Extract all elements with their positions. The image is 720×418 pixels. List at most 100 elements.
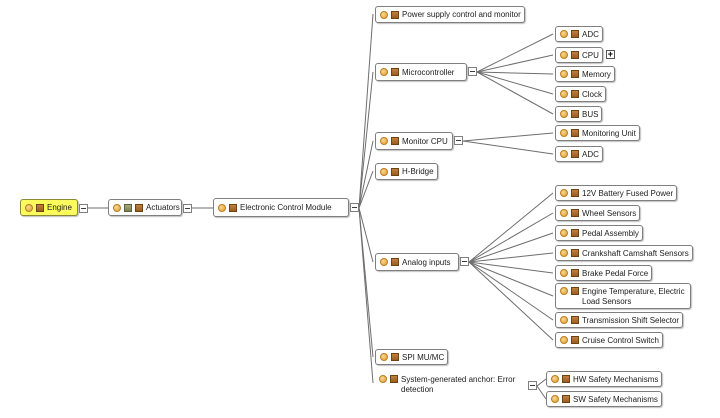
node-sw-safety[interactable]: SW Safety Mechanisms — [546, 391, 662, 407]
component-icon — [571, 129, 579, 137]
node-label: Brake Pedal Force — [582, 268, 649, 278]
info-badge-icon — [560, 287, 568, 295]
info-badge-icon — [560, 51, 568, 59]
node-label: Transmission Shift Selector — [582, 315, 680, 325]
node-clock[interactable]: Clock — [555, 86, 607, 102]
node-analog-inputs[interactable]: Analog inputs — [375, 253, 459, 271]
node-label: Wheel Sensors — [582, 208, 637, 218]
node-monitor-cpu[interactable]: Monitor CPU — [375, 132, 453, 150]
component-icon — [571, 336, 579, 344]
component-icon — [571, 70, 579, 78]
info-badge-icon — [560, 150, 568, 158]
info-badge-icon — [560, 269, 568, 277]
node-label: ADC — [582, 29, 599, 39]
node-label: HW Safety Mechanisms — [573, 374, 659, 384]
node-power-supply[interactable]: Power supply control and monitor — [375, 6, 525, 23]
collapse-toggle-microcontroller[interactable] — [468, 67, 477, 76]
node-pedal-assembly[interactable]: Pedal Assembly — [555, 225, 643, 241]
node-label: Memory — [582, 69, 611, 79]
collapse-toggle-engine[interactable] — [79, 204, 88, 213]
info-badge-icon — [218, 203, 226, 212]
component-icon — [571, 209, 579, 217]
expand-plus-icon[interactable]: + — [605, 49, 615, 59]
node-label: Monitor CPU — [402, 136, 448, 146]
component-icon — [390, 375, 398, 383]
block-icon — [124, 203, 132, 212]
component-icon — [229, 203, 237, 212]
node-label: Engine Temperature, Electric Load Sensor… — [582, 287, 685, 306]
info-badge-icon — [560, 189, 568, 197]
node-crankshaft-sensors[interactable]: Crankshaft Camshaft Sensors — [555, 245, 693, 261]
node-actuators[interactable]: Actuators — [108, 199, 182, 216]
node-label: CPU — [582, 50, 599, 60]
info-badge-icon — [380, 137, 388, 145]
collapse-toggle-ecm[interactable] — [350, 203, 359, 212]
info-badge-icon — [380, 258, 388, 266]
component-icon — [571, 229, 579, 237]
collapse-toggle-actuators[interactable] — [183, 204, 192, 213]
info-badge-icon — [560, 229, 568, 237]
component-icon — [391, 10, 399, 19]
component-icon — [571, 287, 579, 295]
edges-analog-inputs — [468, 192, 554, 341]
node-monitoring-unit[interactable]: Monitoring Unit — [555, 125, 640, 141]
node-electronic-control-module[interactable]: Electronic Control Module — [213, 198, 349, 217]
component-icon — [391, 353, 399, 361]
node-microcontroller[interactable]: Microcontroller — [375, 63, 467, 81]
node-label: Pedal Assembly — [582, 228, 639, 238]
info-badge-icon — [380, 353, 388, 361]
component-icon — [135, 203, 143, 212]
info-badge-icon — [560, 336, 568, 344]
info-badge-icon — [560, 209, 568, 217]
component-icon — [562, 395, 570, 403]
collapse-toggle-analog-inputs[interactable] — [460, 257, 469, 266]
node-system-anchor[interactable]: System-generated anchor: Error detection — [375, 372, 525, 398]
node-brake-pedal[interactable]: Brake Pedal Force — [555, 265, 653, 281]
component-icon — [571, 51, 579, 59]
component-icon — [571, 249, 579, 257]
node-wheel-sensors[interactable]: Wheel Sensors — [555, 205, 641, 221]
info-badge-icon — [560, 129, 568, 137]
collapse-toggle-anchor[interactable] — [528, 381, 537, 390]
node-cruise-control[interactable]: Cruise Control Switch — [555, 332, 663, 348]
edges-monitor-cpu — [462, 132, 554, 155]
node-bus[interactable]: BUS — [555, 106, 603, 122]
node-engine[interactable]: Engine — [20, 199, 78, 216]
info-badge-icon — [551, 375, 559, 383]
node-label: Monitoring Unit — [582, 128, 636, 138]
node-adc-monitor[interactable]: ADC — [555, 146, 603, 162]
node-adc-mc[interactable]: ADC — [555, 26, 603, 42]
node-spi[interactable]: SPI MU/MC — [375, 349, 449, 365]
node-label: SW Safety Mechanisms — [573, 394, 658, 404]
node-label: Microcontroller — [402, 67, 455, 77]
node-label: System-generated anchor: Error detection — [401, 375, 516, 394]
info-badge-icon — [560, 249, 568, 257]
component-icon — [571, 269, 579, 277]
node-h-bridge[interactable]: H-Bridge — [375, 163, 438, 180]
component-icon — [571, 316, 579, 324]
node-transmission[interactable]: Transmission Shift Selector — [555, 312, 684, 328]
component-icon — [562, 375, 570, 383]
node-engine-temp[interactable]: Engine Temperature, Electric Load Sensor… — [555, 283, 691, 309]
node-memory[interactable]: Memory — [555, 66, 615, 82]
component-icon — [571, 189, 579, 197]
node-label: SPI MU/MC — [402, 352, 445, 362]
node-cpu[interactable]: CPU + — [555, 47, 615, 63]
node-label: Cruise Control Switch — [582, 335, 659, 345]
node-label: H-Bridge — [402, 167, 434, 176]
info-badge-icon — [560, 70, 568, 78]
node-label: Clock — [582, 89, 603, 99]
node-hw-safety[interactable]: HW Safety Mechanisms — [546, 371, 663, 387]
edges-anchor — [536, 378, 547, 400]
info-badge-icon — [379, 375, 387, 383]
node-battery-power[interactable]: 12V Battery Fused Power — [555, 185, 678, 201]
component-icon — [36, 203, 44, 212]
collapse-toggle-monitor-cpu[interactable] — [454, 136, 463, 145]
info-badge-icon — [551, 395, 559, 403]
info-badge-icon — [560, 90, 568, 98]
info-badge-icon — [560, 110, 568, 118]
component-icon — [571, 30, 579, 38]
node-label: BUS — [582, 109, 599, 119]
